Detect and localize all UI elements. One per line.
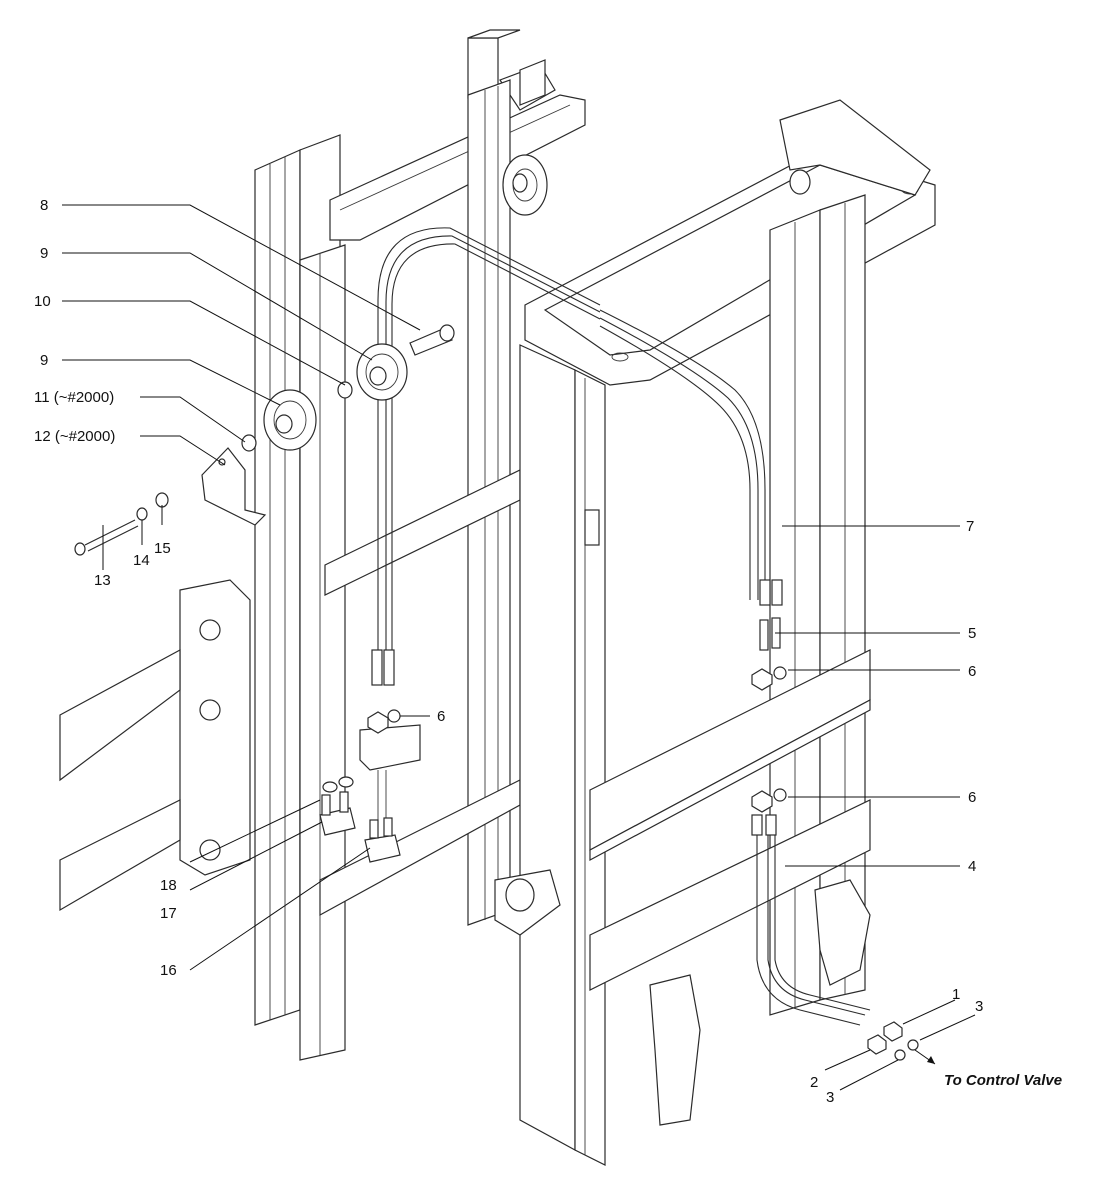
label-9-lower: 9 [40,352,48,369]
label-7: 7 [966,518,974,535]
label-2: 2 [810,1074,818,1091]
fitting-block-16 [364,817,401,863]
nut-6-upper [751,666,787,691]
label-6-middle: 6 [968,789,976,806]
inner-mast-rail-left [519,344,606,1166]
label-17: 17 [160,905,177,922]
union-1 [883,1021,903,1042]
cap-18 [322,776,354,793]
hose-4 [751,814,871,1026]
label-16: 16 [160,962,177,979]
lower-bracket [494,869,561,936]
label-18: 18 [160,877,177,894]
right-hose-assembly-upper [599,309,783,606]
o-ring-3-upper [907,1039,919,1051]
inner-mast-crossmember-2 [589,799,871,991]
collar-11 [241,434,257,452]
inner-mast-crossmember-1 [589,649,871,862]
bracket-12 [201,447,267,526]
nut-6-middle [751,788,787,813]
mast-top-sheave [502,154,548,216]
left-hose-assembly [359,227,601,830]
o-ring-3-lower [894,1049,906,1061]
label-5: 5 [968,625,976,642]
label-15: 15 [154,540,171,557]
to-control-valve-label: To Control Valve [944,1072,1062,1089]
washer-15 [155,492,169,508]
inner-mast-top-frame [524,99,936,386]
outer-mast-rail-left [254,134,346,1061]
nut-6-left [367,709,401,734]
outer-mast-top-crossmember [329,29,586,241]
to-control-valve-arrow [914,1049,936,1065]
label-6-left: 6 [437,708,445,725]
washer-10 [337,381,353,399]
shaft-8 [409,324,455,356]
label-6-upper: 6 [968,663,976,680]
label-9-upper: 9 [40,245,48,262]
bolt-13 [74,519,139,556]
sheave-9-upper [356,343,408,401]
sheave-9-lower [263,389,317,451]
carriage-fork-plate [59,579,251,912]
label-1: 1 [952,986,960,1003]
label-13: 13 [94,572,111,589]
washer-14 [136,507,148,521]
lower-hook-bracket [649,879,871,1126]
label-4: 4 [968,858,976,875]
elbow-2 [867,1034,887,1055]
fitting-block-17 [319,791,356,836]
leader-lines [62,204,976,1091]
label-3-lower: 3 [826,1089,834,1106]
label-12: 12 (~#2000) [34,428,115,445]
label-8: 8 [40,197,48,214]
label-11: 11 (~#2000) [34,389,114,406]
label-10: 10 [34,293,51,310]
label-14: 14 [133,552,150,569]
label-3-upper: 3 [975,998,983,1015]
